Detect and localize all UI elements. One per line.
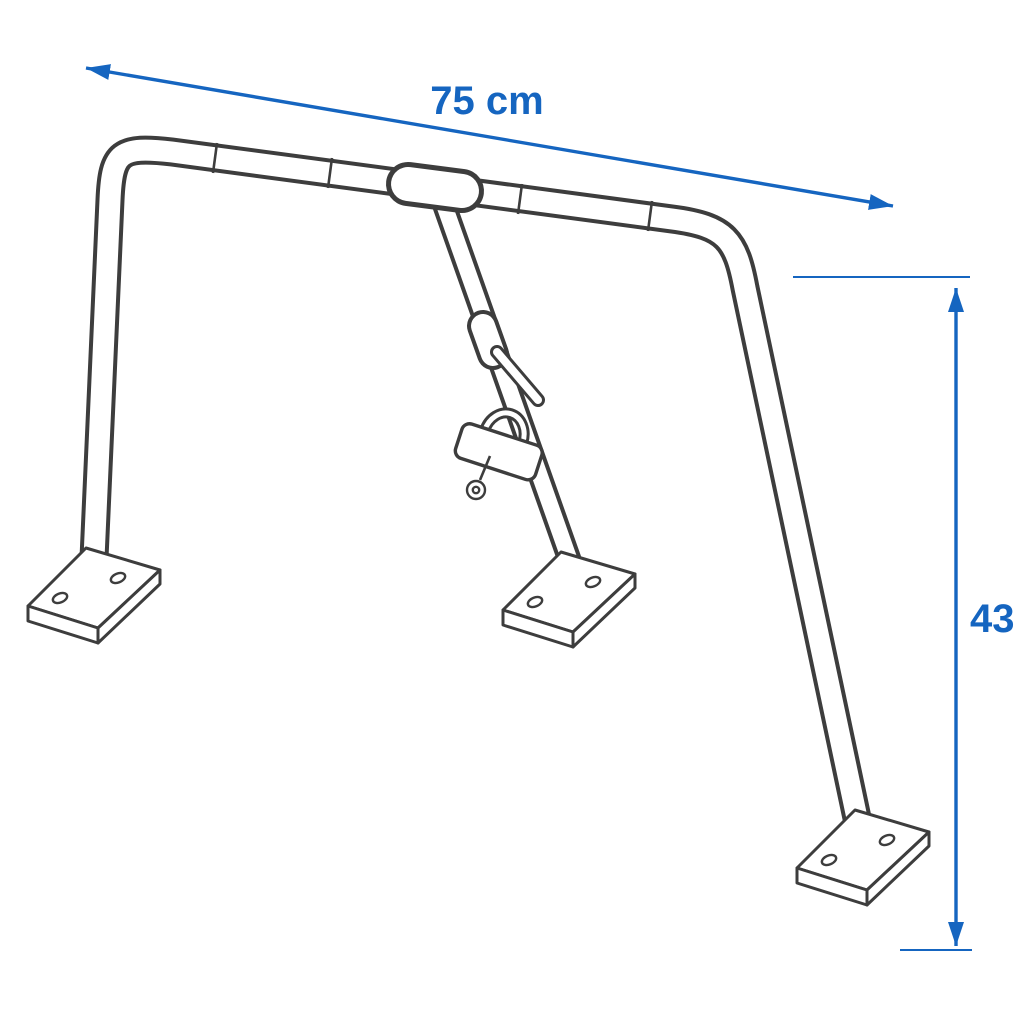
foot-right (795, 808, 931, 907)
width-dimension-line (85, 64, 894, 210)
width-dimension-label: 75 cm (430, 79, 543, 123)
foot-left (26, 546, 162, 645)
key (465, 455, 492, 501)
foot-center (501, 550, 637, 649)
height-dimension: 43 (793, 276, 1015, 951)
padlock-shackle-fill (482, 410, 527, 444)
key-bow-hole (471, 485, 481, 495)
tube-joints (211, 142, 654, 232)
center-arm (386, 162, 582, 565)
padlock (453, 407, 544, 482)
height-dimension-label: 43 (970, 597, 1015, 641)
key-shaft (478, 455, 492, 481)
width-dimension: 75 cm (85, 64, 894, 210)
top-bar-clamp-fill (391, 167, 479, 208)
padlock-body (453, 422, 544, 482)
arm-tube-fill (433, 193, 578, 564)
latch-bracket-fill (493, 348, 542, 404)
